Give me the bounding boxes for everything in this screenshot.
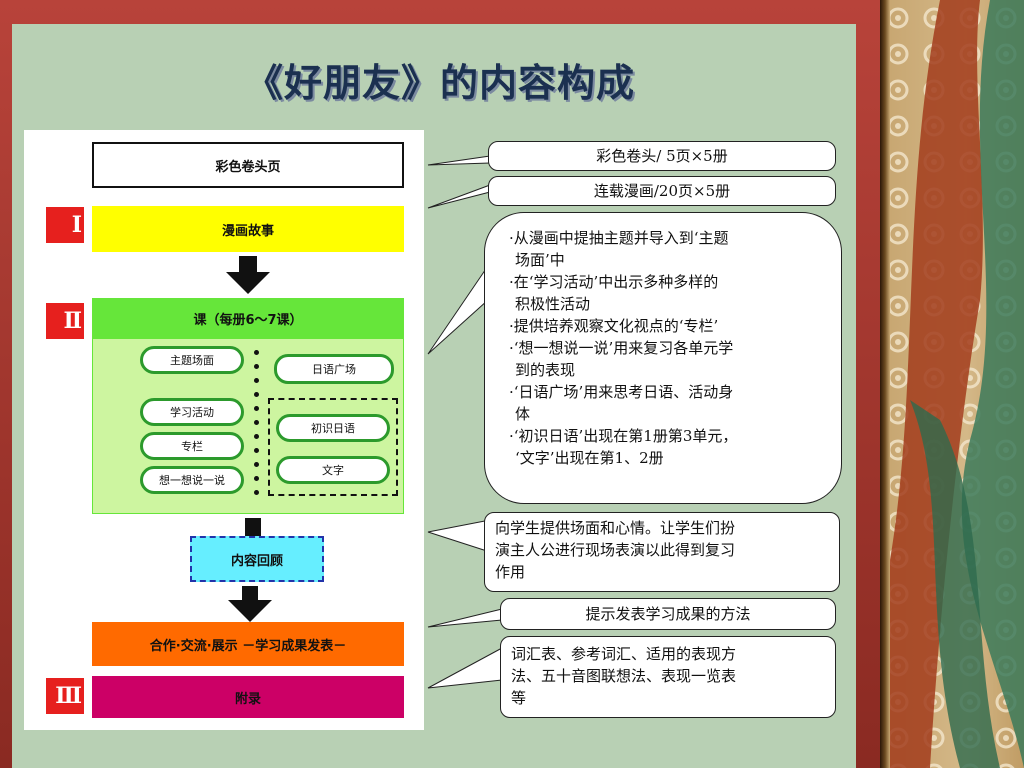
- callout-line: 演主人公进行现场表演以此得到复习: [495, 541, 736, 559]
- divider-dot: [254, 476, 259, 481]
- appendix-box: 附录: [92, 676, 404, 718]
- divider-dot: [254, 420, 259, 425]
- callout-line: ·提供培养观察文化视点的‘专栏’: [509, 317, 719, 335]
- callout-presentation: 提示发表学习成果的方法: [500, 598, 836, 630]
- roman-numeral-2: Ⅱ: [46, 303, 84, 339]
- callout-manga-pages: 连载漫画/20页×5册: [488, 176, 836, 206]
- callout-line: 词汇表、参考词汇、适用的表现方: [511, 645, 737, 663]
- pill-script: 文字: [276, 456, 390, 484]
- callout-line: ·‘日语广场’用来思考日语、活动身: [509, 383, 734, 401]
- callout-line: 积极性活动: [515, 295, 591, 313]
- callout-line: ·在‘学习活动’中出示多种多样的: [509, 273, 719, 291]
- callout-review: 向学生提供场面和心情。让学生们扮 演主人公进行现场表演以此得到复习 作用: [484, 512, 840, 592]
- roman-numeral-3: Ⅲ: [46, 678, 84, 714]
- callout-line: ·从漫画中提抽主题并导入到‘主题: [509, 229, 729, 247]
- callout-line: 向学生提供场面和心情。让学生们扮: [495, 519, 736, 537]
- divider-dot: [254, 378, 259, 383]
- callout-line: 体: [515, 405, 531, 423]
- callout-line: 作用: [495, 563, 526, 581]
- callout-line: ·‘想一想说一说’用来复习各单元学: [509, 339, 734, 357]
- callout-line: 法、五十音图联想法、表现一览表: [511, 667, 737, 685]
- divider-dot: [254, 350, 259, 355]
- divider-dot: [254, 448, 259, 453]
- review-box: 内容回顾: [190, 536, 324, 582]
- pill-column: 专栏: [140, 432, 244, 460]
- divider-dot: [254, 462, 259, 467]
- callout-appendix: 词汇表、参考词汇、适用的表现方 法、五十音图联想法、表现一览表 等: [500, 636, 836, 718]
- callout-line: 场面’中: [515, 251, 565, 269]
- structure-diagram: 彩色卷头页 漫画故事 课（每册6～7课） 主题场面 学习活动 专栏 想一想说一说…: [24, 130, 424, 730]
- divider-dot: [254, 434, 259, 439]
- pill-first-japanese: 初识日语: [276, 414, 390, 442]
- decorative-pattern: [890, 0, 1024, 768]
- callout-color-pages: 彩色卷头/ 5页×5册: [488, 141, 836, 171]
- pill-think-and-say: 想一想说一说: [140, 466, 244, 494]
- callout-line: 等: [511, 689, 527, 707]
- callout-lessons: ·从漫画中提抽主题并导入到‘主题 场面’中 ·在‘学习活动’中出示多种多样的 积…: [484, 212, 842, 504]
- divider-dot: [254, 364, 259, 369]
- decorative-border: [880, 0, 1024, 768]
- callout-line: ·‘初识日语’出现在第1册第3单元，: [509, 427, 738, 445]
- lessons-header: 课（每册6～7课）: [92, 298, 404, 338]
- roman-numeral-1: Ⅰ: [46, 207, 84, 243]
- pill-theme-scene: 主题场面: [140, 346, 244, 374]
- page-title: 《好朋友》的内容构成: [244, 60, 635, 105]
- color-pages-box: 彩色卷头页: [92, 142, 404, 188]
- divider-dot: [254, 406, 259, 411]
- divider-dot: [254, 490, 259, 495]
- presentation-box: 合作·交流·展示 －学习成果发表－: [92, 622, 404, 666]
- connector-lines: [427, 155, 503, 689]
- pill-learning-activity: 学习活动: [140, 398, 244, 426]
- pill-japanese-square: 日语广场: [274, 354, 394, 384]
- callout-line: 到的表现: [515, 361, 576, 379]
- manga-box: 漫画故事: [92, 206, 404, 252]
- divider-dot: [254, 392, 259, 397]
- dashed-group: [268, 398, 398, 496]
- callout-line: ‘文字’出现在第1、2册: [515, 449, 664, 467]
